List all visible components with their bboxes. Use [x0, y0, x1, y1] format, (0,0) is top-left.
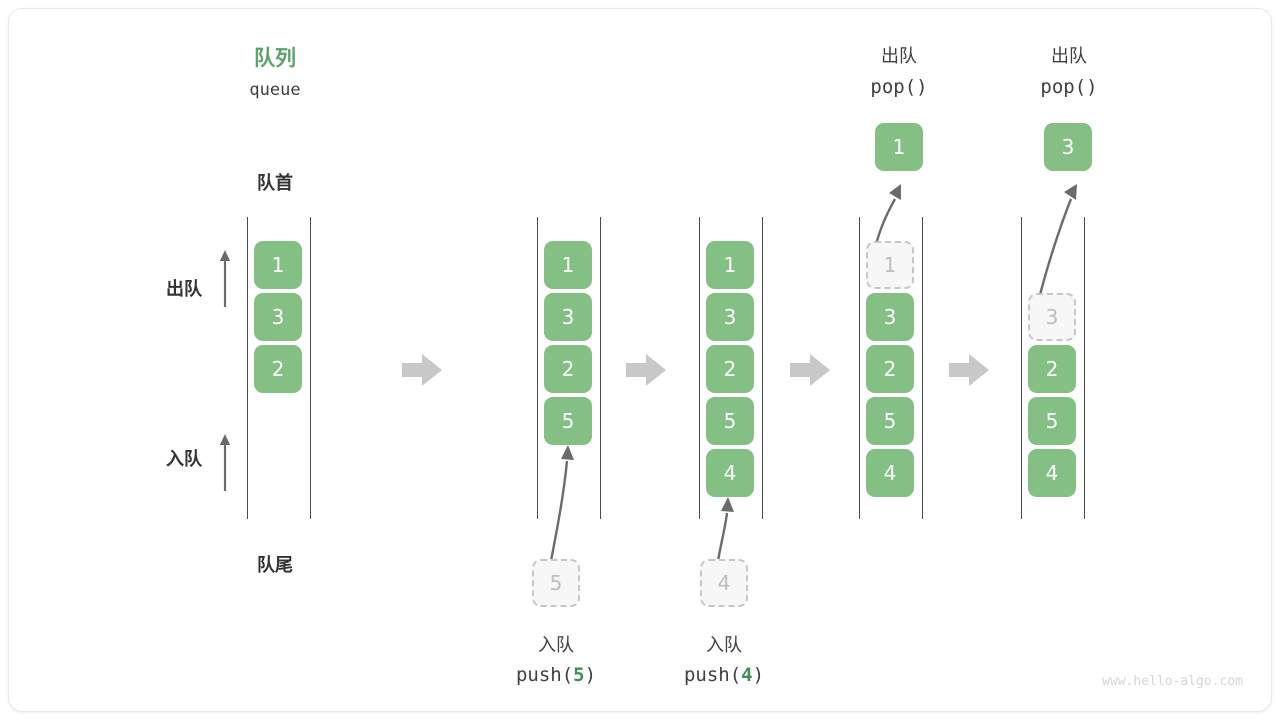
step-separator-arrow-icon — [790, 354, 830, 386]
pop-1-caption-cn: 出队 — [881, 46, 917, 66]
queue-cell: 3 — [706, 293, 754, 341]
step-separator-arrow-icon — [626, 354, 666, 386]
queue-cell: 2 — [544, 345, 592, 393]
queue-cell: 3 — [254, 293, 302, 341]
push-4-caption-code: push(4) — [649, 664, 799, 686]
dequeue-direction-arrow-icon — [219, 250, 231, 307]
queue-rail-left — [1021, 217, 1022, 519]
push-4-motion-arrow-icon — [716, 497, 734, 562]
queue-rail-right — [1084, 217, 1085, 519]
enqueue-direction-arrow-icon — [219, 434, 231, 491]
pop-1-result-cell: 1 — [875, 123, 923, 171]
queue-cell: 2 — [706, 345, 754, 393]
pop-1-caption-code: pop() — [870, 76, 928, 98]
queue-column-pop-3: 3 2 5 4 — [1021, 217, 1085, 519]
queue-rail-right — [762, 217, 763, 519]
queue-cell: 4 — [866, 449, 914, 497]
queue-cell: 5 — [544, 397, 592, 445]
queue-cell-ghost: 3 — [1028, 293, 1076, 341]
queue-cell: 4 — [706, 449, 754, 497]
queue-rail-right — [310, 217, 311, 519]
queue-cell: 5 — [866, 397, 914, 445]
push-5-code-prefix: push( — [515, 664, 574, 686]
queue-cell: 1 — [254, 241, 302, 289]
push-5-caption-code: push(5) — [481, 664, 631, 686]
queue-column-pop-1: 1 3 2 5 4 — [859, 217, 923, 519]
queue-cell: 4 — [1028, 449, 1076, 497]
step-separator-arrow-icon — [402, 354, 442, 386]
push-4-code-suffix: ) — [752, 664, 765, 686]
push-4-code-arg: 4 — [741, 664, 753, 686]
push-5-caption-cn: 入队 — [538, 635, 574, 655]
queue-cell: 3 — [866, 293, 914, 341]
watermark: www.hello-algo.com — [1102, 674, 1243, 689]
queue-rail-left — [859, 217, 860, 519]
queue-column-initial: 1 3 2 — [247, 217, 311, 519]
step-separator-arrow-icon — [949, 354, 989, 386]
diagram-title-en: queue — [249, 80, 301, 100]
queue-column-push-5: 1 3 2 5 — [537, 217, 601, 519]
dequeue-direction-label: 出队 — [166, 279, 202, 299]
push-4-caption-cn: 入队 — [706, 635, 742, 655]
queue-cell: 2 — [866, 345, 914, 393]
push-4-code-prefix: push( — [683, 664, 742, 686]
pop-3-result-cell: 3 — [1044, 123, 1092, 171]
diagram-card: 队列 queue 队首 队尾 出队 入队 1 3 2 1 3 2 5 5 入队 … — [8, 8, 1272, 712]
queue-tail-label: 队尾 — [257, 555, 293, 575]
queue-cell: 2 — [254, 345, 302, 393]
queue-cell: 2 — [1028, 345, 1076, 393]
queue-head-label: 队首 — [257, 173, 293, 193]
queue-cell: 5 — [1028, 397, 1076, 445]
queue-rail-left — [247, 217, 248, 519]
push-5-code-suffix: ) — [584, 664, 597, 686]
queue-cell: 1 — [544, 241, 592, 289]
push-5-incoming-cell: 5 — [532, 559, 580, 607]
enqueue-direction-label: 入队 — [166, 449, 202, 469]
pop-3-caption-code: pop() — [1040, 76, 1098, 98]
queue-cell: 1 — [706, 241, 754, 289]
queue-rail-left — [699, 217, 700, 519]
push-4-incoming-cell: 4 — [700, 559, 748, 607]
queue-rail-right — [922, 217, 923, 519]
queue-cell-ghost: 1 — [866, 241, 914, 289]
diagram-title-cn: 队列 — [254, 47, 296, 70]
queue-column-push-4: 1 3 2 5 4 — [699, 217, 763, 519]
queue-cell: 5 — [706, 397, 754, 445]
pop-3-caption-cn: 出队 — [1051, 46, 1087, 66]
queue-rail-right — [600, 217, 601, 519]
queue-rail-left — [537, 217, 538, 519]
queue-cell: 3 — [544, 293, 592, 341]
push-5-code-arg: 5 — [573, 664, 585, 686]
push-5-motion-arrow-icon — [549, 445, 574, 562]
